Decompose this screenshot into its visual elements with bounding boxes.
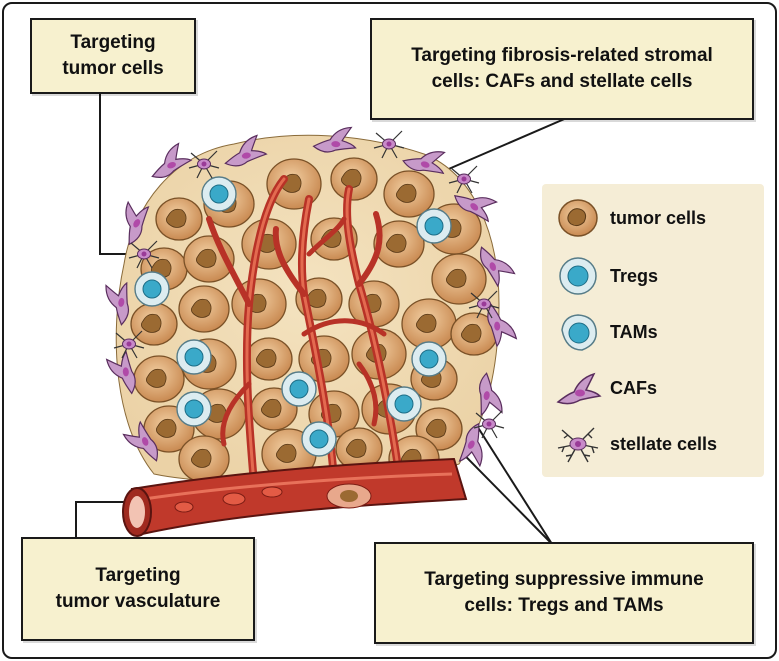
- stellate-cell-icon: [557, 427, 599, 463]
- caf-cell: [479, 246, 516, 288]
- legend-label-tumor-cells: tumor cells: [610, 207, 707, 228]
- legend: tumor cells Tregs TAMs CAFs: [542, 184, 764, 477]
- tumor-cell-icon: [558, 199, 598, 237]
- treg-cell: [416, 208, 452, 244]
- caf-cell: [478, 372, 503, 417]
- legend-label-tregs: Tregs: [610, 265, 659, 286]
- stellate-cell: [128, 240, 160, 269]
- legend-label-tams: TAMs: [610, 321, 658, 342]
- vasculature-target-box: Targeting tumor vasculature: [21, 537, 255, 641]
- treg-cell: [134, 271, 170, 307]
- stellate-cell: [468, 290, 500, 319]
- stellate-cell: [448, 165, 480, 194]
- treg-cell: [176, 391, 212, 427]
- blood-vessel: [122, 457, 468, 537]
- stromal-cell-group: [105, 126, 518, 468]
- tumor-cells-target-line1: Targeting: [70, 32, 156, 54]
- tumor-cells-target-box: Targeting tumor cells: [30, 18, 196, 94]
- caf-cell: [151, 142, 193, 179]
- tumor-cells-target-line2: tumor cells: [62, 58, 164, 79]
- stellate-cell: [373, 130, 405, 159]
- stromal-target-box: Targeting fibrosis-related stromal cells…: [370, 18, 754, 120]
- caf-cell: [105, 281, 130, 326]
- caf-cell: [312, 126, 357, 153]
- caf-cell: [224, 134, 268, 167]
- legend-item-stellate-cells: stellate cells: [554, 422, 717, 466]
- immune-target-line1: Targeting suppressive immune: [424, 569, 704, 591]
- caf-cell: [402, 151, 446, 175]
- tumor-cell: [178, 435, 230, 483]
- stromal-target-line2: cells: CAFs and stellate cells: [431, 71, 693, 92]
- tumor-cell: [178, 285, 230, 333]
- caf-cell-icon: [556, 372, 602, 405]
- treg-cell: [386, 386, 422, 422]
- tumor-cell: [383, 170, 435, 218]
- stromal-target-line1: Targeting fibrosis-related stromal: [411, 45, 713, 67]
- tumor-cell: [130, 302, 178, 346]
- legend-item-cafs: CAFs: [554, 366, 657, 410]
- stellate-cell: [188, 150, 220, 179]
- vasculature-target-line1: Targeting: [95, 565, 181, 587]
- immune-target-box: Targeting suppressive immune cells: Treg…: [374, 542, 754, 644]
- tumor-cell: [155, 197, 203, 241]
- tumor-cell: [373, 220, 425, 268]
- tam-cell-icon: [561, 314, 597, 351]
- legend-item-tams: TAMs: [554, 310, 658, 354]
- tumor-cell: [133, 355, 185, 403]
- immune-target-line2: cells: Tregs and TAMs: [464, 595, 664, 616]
- treg-cell: [176, 339, 212, 375]
- caf-cell: [125, 200, 150, 246]
- legend-label-stellate-cells: stellate cells: [610, 433, 718, 454]
- caf-cell: [487, 303, 518, 348]
- caf-cell: [458, 422, 483, 468]
- tumor-cell: [431, 253, 487, 305]
- connector-vasculature: [75, 501, 132, 537]
- caf-cell: [122, 420, 159, 462]
- vasculature-target-line2: tumor vasculature: [55, 591, 221, 612]
- immune-cell-group: [134, 176, 452, 457]
- stellate-cell: [113, 330, 145, 359]
- tumor-cell: [330, 157, 378, 201]
- treg-cell: [281, 371, 317, 407]
- legend-label-cafs: CAFs: [610, 377, 658, 398]
- legend-item-tumor-cells: tumor cells: [554, 196, 706, 240]
- treg-cell: [411, 341, 447, 377]
- connector-stromal: [443, 116, 570, 172]
- treg-cell: [201, 176, 237, 212]
- tumor-microenvironment-illustration: [75, 92, 570, 545]
- caf-cell: [105, 350, 136, 395]
- caf-cell: [453, 194, 498, 223]
- legend-item-tregs: Tregs: [554, 254, 658, 298]
- treg-cell: [301, 421, 337, 457]
- treg-cell-icon: [559, 257, 597, 295]
- tumor-cell: [245, 337, 293, 381]
- tumor-cell: [241, 218, 297, 270]
- stellate-cell: [473, 410, 505, 439]
- tumor-cell: [401, 298, 457, 350]
